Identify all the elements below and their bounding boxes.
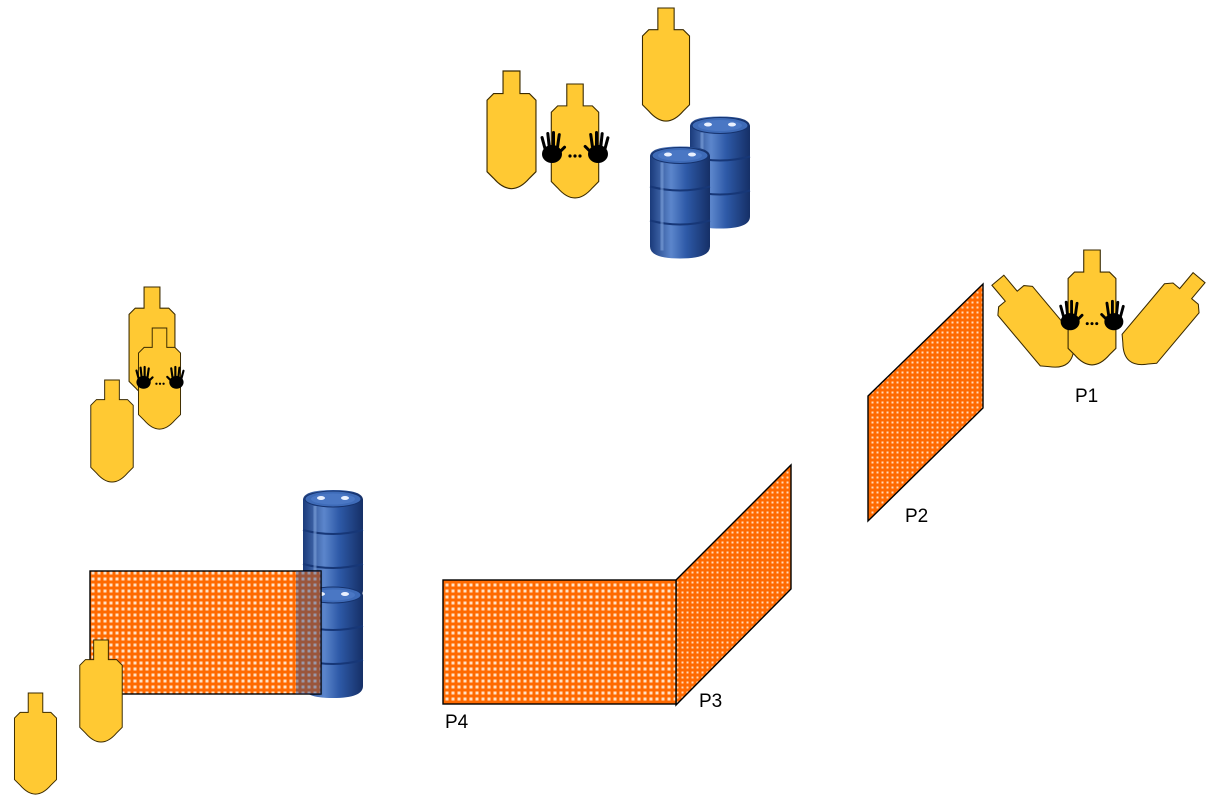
position-label-p4: P4 <box>445 712 469 733</box>
orange-mesh-wall-p3 <box>675 463 792 707</box>
orange-mesh-wall-p2 <box>867 282 984 523</box>
target-group-left <box>90 286 185 483</box>
blue-barrel-icon <box>648 144 712 261</box>
cardboard-target-icon <box>13 692 58 795</box>
target-group-top <box>486 7 752 261</box>
cardboard-target-icon <box>90 379 134 483</box>
wall-barrel-group-left <box>13 488 365 795</box>
position-label-p2: P2 <box>905 506 929 527</box>
position-label-p3: P3 <box>699 691 723 712</box>
target-group-p1 <box>979 249 1206 379</box>
cardboard-target-icon <box>486 70 537 190</box>
orange-mesh-wall-p4 <box>442 579 677 705</box>
cardboard-target-icon <box>641 7 691 122</box>
position-label-p1: P1 <box>1075 386 1099 407</box>
orange-mesh-wall-left <box>89 570 322 695</box>
cardboard-target-icon <box>1111 262 1206 377</box>
